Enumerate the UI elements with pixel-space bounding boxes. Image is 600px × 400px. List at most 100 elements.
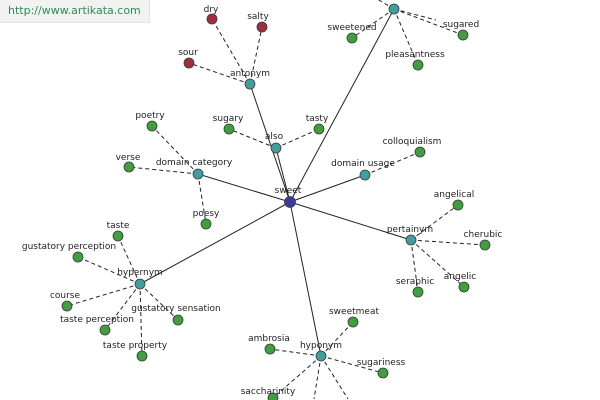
edge-antonym-sour (188, 62, 251, 85)
term-label-taste-property: taste property (103, 341, 168, 351)
edge-hyponym-saccharinity (272, 355, 322, 399)
watermark-url[interactable]: http://www.artikata.com (0, 0, 150, 23)
edge-stub-hyponym-3 (313, 355, 322, 400)
term-label-gustatory-sensation: gustatory sensation (131, 304, 220, 314)
relation-label-antonym: antonym (230, 69, 270, 79)
term-node-tasty[interactable] (313, 123, 325, 135)
term-node-ambrosia[interactable] (264, 343, 276, 355)
edge-also-sugary (228, 128, 277, 149)
graph-edges (66, 0, 486, 400)
term-node-gustatory-sensation[interactable] (172, 314, 184, 326)
relation-node-hyponym[interactable] (315, 350, 327, 362)
term-node-course[interactable] (61, 300, 73, 312)
relation-node-hypernym[interactable] (134, 278, 146, 290)
term-node-sweetmeat[interactable] (347, 316, 359, 328)
term-node-angelical[interactable] (452, 199, 464, 211)
term-label-sugared: sugared (443, 20, 479, 30)
term-node-taste-perception[interactable] (99, 324, 111, 336)
center-label: sweet (275, 186, 302, 196)
relation-label-domain-category: domain category (156, 158, 233, 168)
edge-pertainym-angelical (410, 204, 459, 241)
term-node-angelic[interactable] (458, 281, 470, 293)
edge-top-pleasantness (393, 8, 419, 66)
relation-node-pertainym[interactable] (405, 234, 417, 246)
term-label-sugary: sugary (213, 114, 244, 124)
edge-hyponym-sweetmeat (320, 321, 354, 357)
term-label-sugariness: sugariness (357, 358, 406, 368)
term-node-sugary[interactable] (223, 123, 235, 135)
edge-hypernym-taste (117, 235, 141, 285)
relation-node-domain-category[interactable] (192, 168, 204, 180)
relation-label-hyponym: hyponym (300, 341, 342, 351)
relation-node-top[interactable] (388, 3, 400, 15)
term-node-saccharinity[interactable] (267, 392, 279, 400)
edge-hypernym-course (66, 283, 141, 307)
term-node-colloquialism[interactable] (414, 146, 426, 158)
edge-center-hyponym (289, 201, 322, 357)
term-label-pleasantness: pleasantness (385, 50, 445, 60)
edge-pertainym-seraphic (410, 239, 419, 293)
term-label-taste-perception: taste perception (60, 315, 134, 325)
edge-center-hypernym (139, 201, 291, 285)
edge-domain-category-verse (128, 166, 199, 175)
term-label-course: course (50, 291, 81, 301)
term-label-sweetmeat: sweetmeat (329, 307, 379, 317)
relation-node-also[interactable] (270, 142, 282, 154)
term-label-poetry: poetry (135, 111, 165, 121)
center-node[interactable] (284, 196, 296, 208)
term-node-cherubic[interactable] (479, 239, 491, 251)
edge-top-sweetened (351, 8, 395, 39)
term-label-seraphic: seraphic (396, 277, 434, 287)
edge-domain-usage-colloquialism (364, 151, 421, 176)
edge-center-also (275, 147, 291, 203)
term-node-sweetened[interactable] (346, 32, 358, 44)
term-node-poesy[interactable] (200, 218, 212, 230)
term-label-saccharinity: saccharinity (241, 387, 296, 397)
edge-hypernym-gustatory-perception (77, 256, 141, 285)
term-label-taste: taste (107, 221, 130, 231)
term-node-sugariness[interactable] (377, 367, 389, 379)
edge-stub-top-1 (393, 8, 437, 21)
edge-hypernym-taste-property (139, 283, 143, 357)
term-node-poetry[interactable] (146, 120, 158, 132)
term-label-salty: salty (247, 12, 269, 22)
edge-center-domain-category (197, 173, 291, 203)
edge-hypernym-taste-perception (104, 283, 141, 331)
edge-stub-hyponym-2 (320, 355, 349, 400)
edge-pertainym-angelic (410, 239, 465, 288)
relation-label-hypernym: hypernym (117, 268, 163, 278)
term-node-dry[interactable] (206, 13, 218, 25)
graph-nodes (61, 3, 491, 400)
term-label-verse: verse (116, 153, 141, 163)
edge-antonym-dry (211, 18, 251, 85)
edge-hyponym-sugariness (320, 355, 384, 374)
term-node-seraphic[interactable] (412, 286, 424, 298)
term-label-poesy: poesy (193, 209, 220, 219)
edge-center-domain-usage (289, 174, 366, 203)
relation-label-also: also (265, 132, 284, 142)
term-label-colloquialism: colloquialism (383, 137, 442, 147)
term-node-gustatory-perception[interactable] (72, 251, 84, 263)
term-node-salty[interactable] (256, 21, 268, 33)
edge-hypernym-gustatory-sensation (139, 283, 179, 321)
term-label-angelical: angelical (434, 190, 474, 200)
edge-center-antonym (249, 83, 291, 203)
term-node-pleasantness[interactable] (412, 59, 424, 71)
term-node-taste[interactable] (112, 230, 124, 242)
term-label-dry: dry (204, 5, 219, 15)
edge-pertainym-cherubic (410, 239, 486, 246)
relation-node-antonym[interactable] (244, 78, 256, 90)
term-label-gustatory-perception: gustatory perception (22, 242, 116, 252)
term-label-sweetened: sweetened (327, 23, 376, 33)
relation-label-domain-usage: domain usage (331, 159, 395, 169)
term-node-verse[interactable] (123, 161, 135, 173)
term-label-tasty: tasty (306, 114, 329, 124)
term-node-taste-property[interactable] (136, 350, 148, 362)
relation-label-pertainym: pertainym (387, 225, 433, 235)
relation-node-domain-usage[interactable] (359, 169, 371, 181)
term-node-sour[interactable] (183, 57, 195, 69)
term-node-sugared[interactable] (457, 29, 469, 41)
edge-domain-category-poesy (197, 173, 207, 225)
